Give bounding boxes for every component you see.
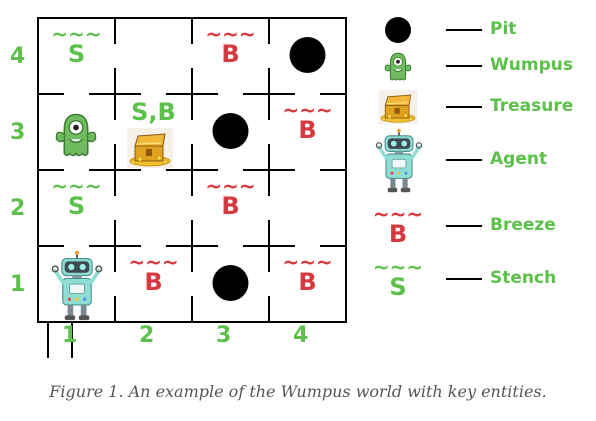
column-label: 1 [62, 323, 78, 348]
legend-stench-letter: S [389, 273, 407, 301]
grid-content [50, 37, 326, 322]
legend-label-treasure: Treasure [490, 96, 574, 116]
pit-icon [212, 265, 249, 301]
row-label: 4 [10, 44, 26, 69]
row-label: 3 [10, 120, 26, 145]
legend-icons [374, 17, 424, 194]
stench-letter: S [67, 40, 86, 68]
agent-icon [374, 128, 424, 194]
breeze-letter: B [298, 268, 317, 296]
wumpus-icon [55, 113, 97, 157]
row-label: 1 [10, 272, 26, 297]
breeze-letter: B [144, 268, 163, 296]
breeze-letter: B [298, 116, 317, 144]
wumpus-icon [384, 52, 412, 81]
stench-letter: S [67, 192, 86, 220]
row-label: 2 [10, 196, 26, 221]
legend-breeze-wave: ~~~ [372, 202, 424, 226]
breeze-wave: ~~~ [205, 174, 256, 198]
grid-lines [37, 17, 347, 358]
stench-wave: ~~~ [51, 174, 102, 198]
treasure-icon [127, 128, 173, 168]
treasure-icon [378, 90, 418, 124]
breeze-wave: ~~~ [282, 98, 333, 122]
breeze-wave: ~~~ [205, 22, 256, 46]
column-label: 3 [216, 323, 232, 348]
agent-icon [50, 250, 104, 322]
legend-stench-wave: ~~~ [372, 255, 424, 279]
legend-label-pit: Pit [490, 19, 517, 39]
pit-icon [385, 17, 411, 43]
legend-label-agent: Agent [490, 149, 548, 169]
column-label: 2 [139, 323, 155, 348]
pit-icon [212, 113, 249, 149]
legend-lines [446, 29, 482, 280]
breeze-wave: ~~~ [128, 250, 179, 274]
column-label: 4 [293, 323, 309, 348]
legend-label-breeze: Breeze [490, 215, 556, 235]
breeze-letter: B [221, 192, 240, 220]
pit-icon [289, 37, 326, 73]
stench-breeze-label: S,B [131, 98, 176, 126]
legend-label-stench: Stench [490, 268, 557, 288]
breeze-wave: ~~~ [282, 250, 333, 274]
stench-wave: ~~~ [51, 22, 102, 46]
legend-breeze-letter: B [388, 220, 408, 248]
breeze-letter: B [221, 40, 240, 68]
figure-caption: Figure 1. An example of the Wumpus world… [49, 382, 547, 401]
legend-label-wumpus: Wumpus [490, 55, 573, 75]
